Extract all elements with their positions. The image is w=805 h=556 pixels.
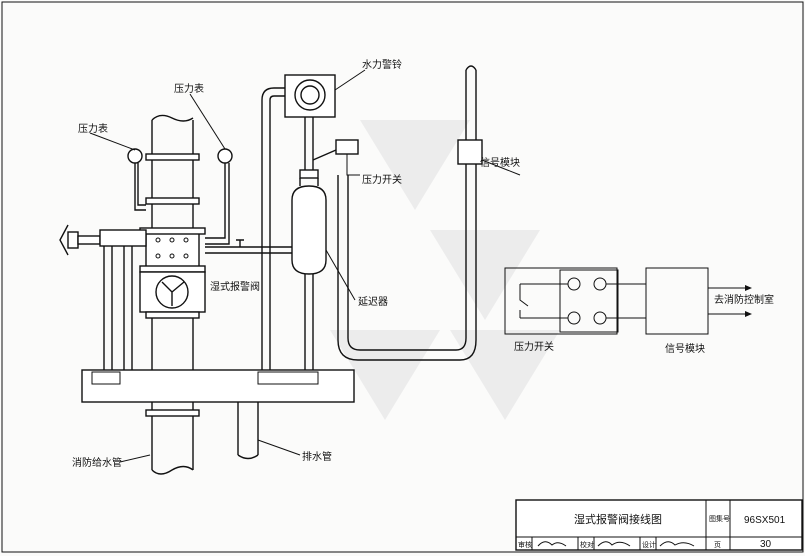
bell-supply-pipe — [261, 87, 285, 370]
title-block-drawing-title: 湿式报警阀接线图 — [574, 512, 662, 526]
base-platform — [81, 369, 355, 403]
label-wiring-pressure-switch: 压力开关 — [514, 340, 554, 353]
pressure-gauge-top — [189, 93, 233, 245]
title-block-page-label: 页 — [714, 541, 721, 549]
pressure-gauge-left — [89, 132, 146, 211]
label-pressure-switch: 压力开关 — [362, 173, 402, 186]
label-water-alarm-bell: 水力警铃 — [362, 58, 402, 71]
watermark — [330, 120, 560, 420]
title-block-atlas-no: 96SX501 — [744, 515, 786, 526]
left-handwheel-assembly — [59, 224, 147, 370]
label-pressure-gauge-top: 压力表 — [174, 82, 204, 95]
retard-chamber — [291, 169, 356, 370]
title-block-review-label: 审核 — [518, 540, 532, 549]
signal-module — [457, 139, 521, 176]
gate-valve — [139, 271, 206, 319]
signature-review — [537, 541, 567, 547]
title-block-check-label: 校对 — [580, 540, 594, 549]
water-alarm-bell — [284, 69, 366, 170]
label-wet-alarm-valve: 湿式报警阀 — [210, 280, 260, 293]
signature-check — [597, 541, 631, 547]
label-fire-water-supply-pipe: 消防给水管 — [72, 456, 122, 469]
wiring-schematic — [504, 267, 752, 335]
signal-cable-loop — [337, 65, 477, 361]
label-to-fire-control-room: 去消防控制室 — [714, 293, 774, 306]
signature-design — [659, 541, 695, 547]
label-wiring-signal-module: 信号模块 — [665, 343, 705, 355]
label-drain-pipe: 排水管 — [302, 450, 332, 463]
title-block-page-no: 30 — [760, 539, 772, 550]
label-retard-chamber: 延迟器 — [358, 295, 388, 308]
title-block — [515, 499, 803, 551]
leader-fire-supply — [119, 454, 151, 463]
drain-pipe — [237, 402, 301, 460]
title-block-design-label: 设计 — [642, 540, 656, 549]
pressure-switch — [312, 139, 360, 176]
wet-alarm-valve-body — [139, 227, 206, 273]
title-block-atlas-no-label: 图集号 — [709, 514, 730, 523]
label-pressure-gauge-left: 压力表 — [78, 122, 108, 135]
label-signal-module: 信号模块 — [480, 157, 520, 169]
